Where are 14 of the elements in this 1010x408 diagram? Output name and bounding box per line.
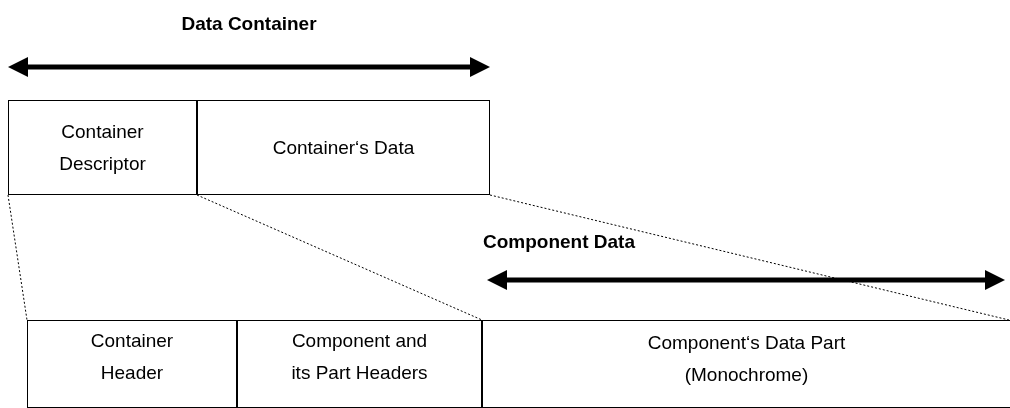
block-box xyxy=(237,320,482,408)
block-box xyxy=(27,320,237,408)
block-box xyxy=(482,320,1010,408)
block-text: Container Header xyxy=(89,329,175,385)
block-text: Container Descriptor xyxy=(58,119,147,176)
block-box xyxy=(8,100,197,195)
dotted-line xyxy=(196,194,483,321)
block-text: Component and its Part Headers xyxy=(290,329,429,385)
dimension-label: Data Container xyxy=(181,13,317,35)
dimension-label: Component Data xyxy=(483,231,635,253)
dotted-line xyxy=(7,194,28,321)
block-box xyxy=(197,100,490,195)
block-text: Component‘s Data Part (Monochrome) xyxy=(646,331,847,387)
block-text: Container‘s Data xyxy=(272,135,415,160)
